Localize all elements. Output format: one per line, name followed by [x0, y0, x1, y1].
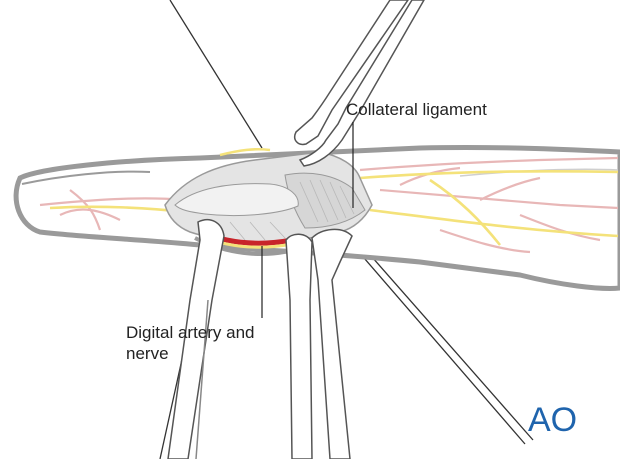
vessel-branch: [359, 156, 619, 172]
nerve-branch: [429, 178, 502, 246]
retractor-left-shaft: [195, 299, 209, 459]
forceps-top-arm-1: [294, 0, 409, 146]
bone-head: [174, 183, 299, 217]
vessel-branch: [69, 189, 102, 231]
vessel-branch: [379, 188, 619, 210]
exposed-joint: [164, 151, 373, 256]
nerve-branch: [369, 208, 619, 238]
digital-artery-label-line-1: Digital artery and: [126, 323, 255, 342]
suture-line-bottom-right-1: [349, 231, 534, 441]
nerve-branch: [219, 147, 271, 157]
retractor-middle: [285, 233, 313, 459]
vessel-branch: [439, 228, 531, 254]
forceps-top: [294, 0, 425, 167]
vessel-branch: [519, 213, 601, 242]
ao-logo: AO: [528, 401, 577, 436]
ligament-fibres: [209, 179, 355, 241]
ao-logo-text: AO: [528, 401, 577, 436]
collateral-ligament-label: Collateral ligament: [346, 100, 487, 119]
fingernail: [21, 170, 151, 185]
digital-artery-nerve-label: Digital artery and nerve: [126, 322, 296, 364]
retractor-right: [311, 228, 353, 459]
forceps-top-arm-2: [298, 0, 425, 167]
retractor-right-hook: [311, 228, 353, 459]
vessel-branch: [479, 176, 541, 201]
retractor-left-hook: [167, 218, 225, 459]
nerve-branch: [359, 169, 619, 180]
retractor-left: [167, 218, 225, 459]
retractor-middle-hook: [285, 233, 313, 459]
suture-line-top-left: [169, 0, 263, 149]
digital-artery-label-line-2: nerve: [126, 344, 169, 363]
leader-lines: [261, 122, 354, 318]
suture-line-bottom-right-2: [344, 235, 526, 445]
